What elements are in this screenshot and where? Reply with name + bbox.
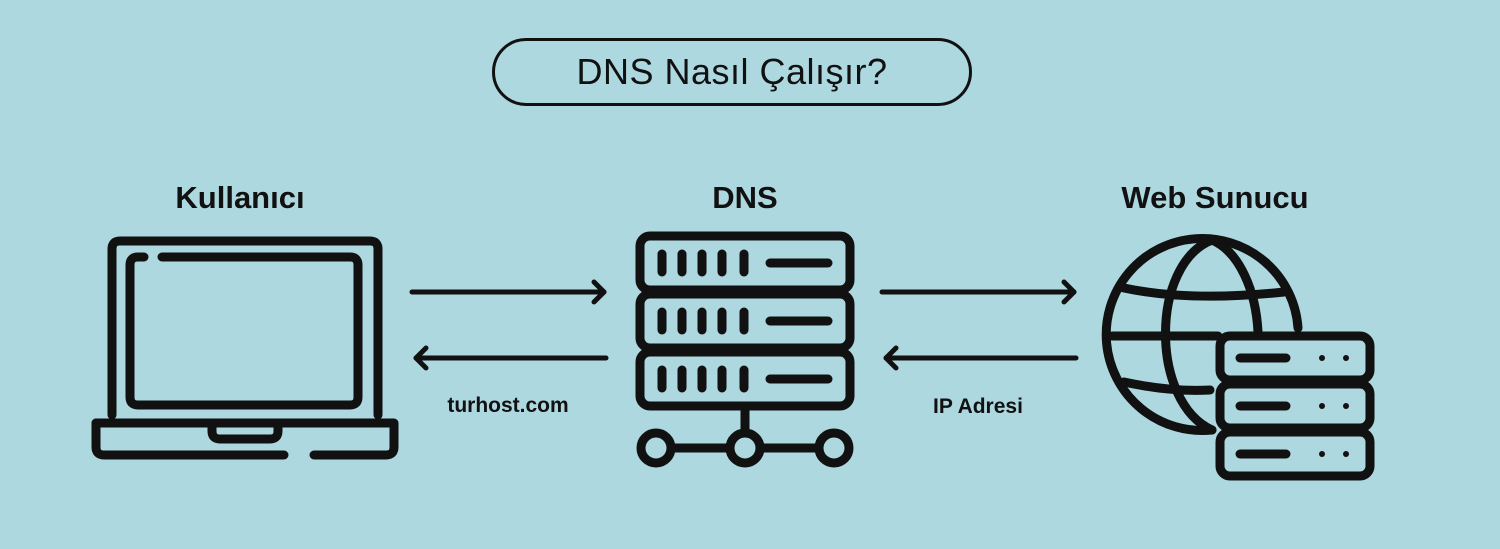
arrow-web-to-dns [883,345,1079,371]
laptop-icon [91,236,399,460]
node-label-user: Kullanıcı [175,180,305,215]
node-label-web: Web Sunucu [1121,180,1309,215]
dns-server-icon [635,231,855,468]
node-label-dns: DNS [712,180,778,215]
arrow-dns-to-user [413,345,609,371]
edge-label-domain: turhost.com [447,394,569,417]
diagram-title: DNS Nasıl Çalışır? [492,38,972,106]
arrow-user-to-dns [409,279,607,305]
edge-label-ip: IP Adresi [933,395,1023,418]
globe-server-icon [1101,234,1375,481]
arrow-dns-to-web [879,279,1077,305]
